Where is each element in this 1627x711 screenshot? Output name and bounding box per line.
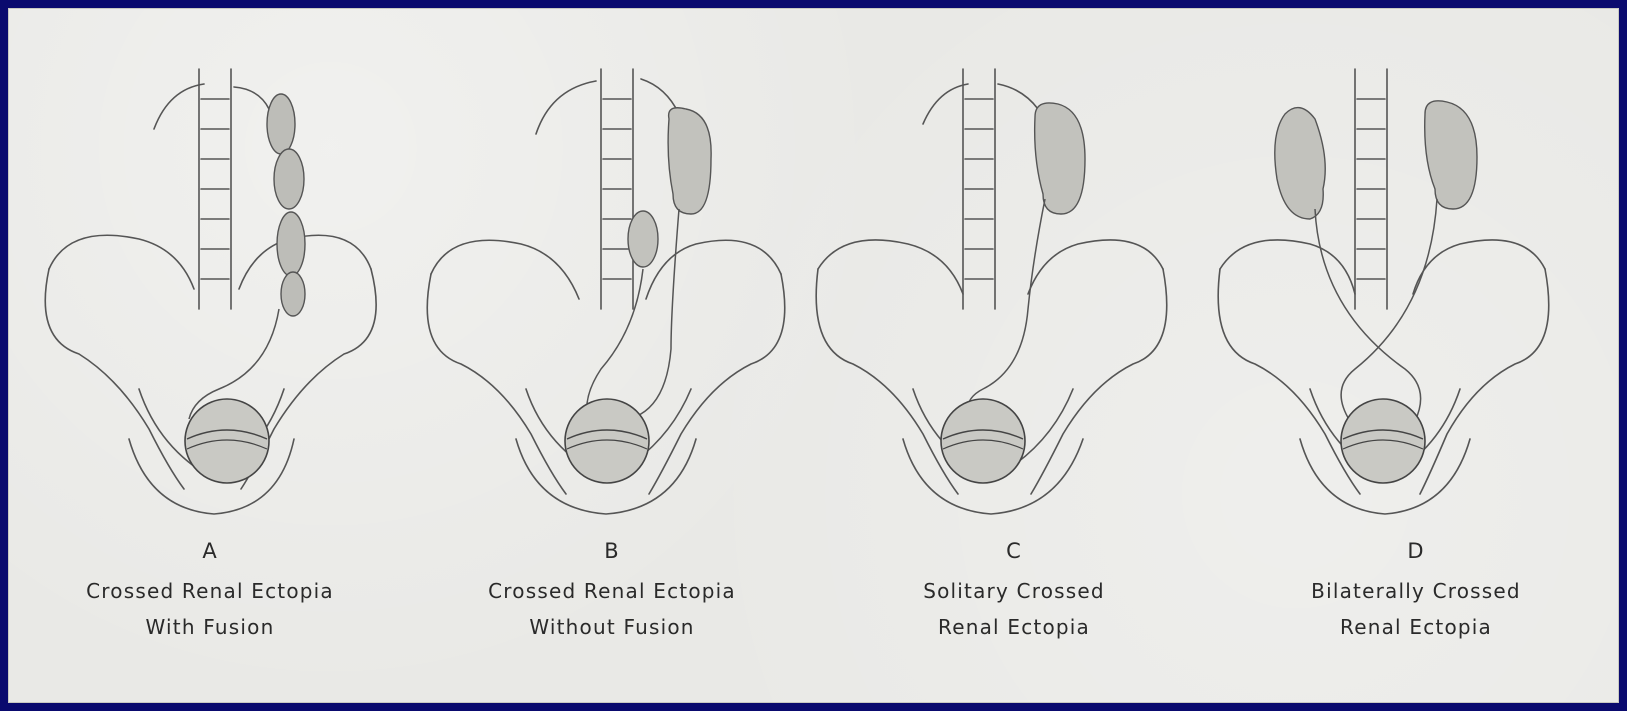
panel-letter: B <box>411 539 813 563</box>
panel-c: C Solitary Crossed Renal Ectopia <box>813 9 1215 704</box>
panel-a-labels: A Crossed Renal Ectopia With Fusion <box>9 539 411 645</box>
panel-letter: A <box>9 539 411 563</box>
panel-caption-line1: Solitary Crossed <box>813 573 1215 609</box>
panel-a: A Crossed Renal Ectopia With Fusion <box>9 9 411 704</box>
panel-letter: C <box>813 539 1215 563</box>
illustration-crossed-fused <box>9 9 411 529</box>
panel-d: D Bilaterally Crossed Renal Ectopia <box>1215 9 1617 704</box>
illustration-solitary-crossed <box>813 9 1215 529</box>
panel-caption-line2: Renal Ectopia <box>813 609 1215 645</box>
panel-caption-line2: With Fusion <box>9 609 411 645</box>
panel-caption-line1: Crossed Renal Ectopia <box>411 573 813 609</box>
illustration-bilateral-crossed <box>1215 9 1617 529</box>
illustration-crossed-unfused <box>411 9 813 529</box>
figure-frame: A Crossed Renal Ectopia With Fusion <box>8 8 1619 703</box>
panel-caption-line2: Renal Ectopia <box>1215 609 1617 645</box>
panel-d-labels: D Bilaterally Crossed Renal Ectopia <box>1215 539 1617 645</box>
panel-c-labels: C Solitary Crossed Renal Ectopia <box>813 539 1215 645</box>
panel-caption-line1: Crossed Renal Ectopia <box>9 573 411 609</box>
panel-caption-line2: Without Fusion <box>411 609 813 645</box>
panel-b: B Crossed Renal Ectopia Without Fusion <box>411 9 813 704</box>
panel-letter: D <box>1215 539 1617 563</box>
panel-b-labels: B Crossed Renal Ectopia Without Fusion <box>411 539 813 645</box>
panel-caption-line1: Bilaterally Crossed <box>1215 573 1617 609</box>
